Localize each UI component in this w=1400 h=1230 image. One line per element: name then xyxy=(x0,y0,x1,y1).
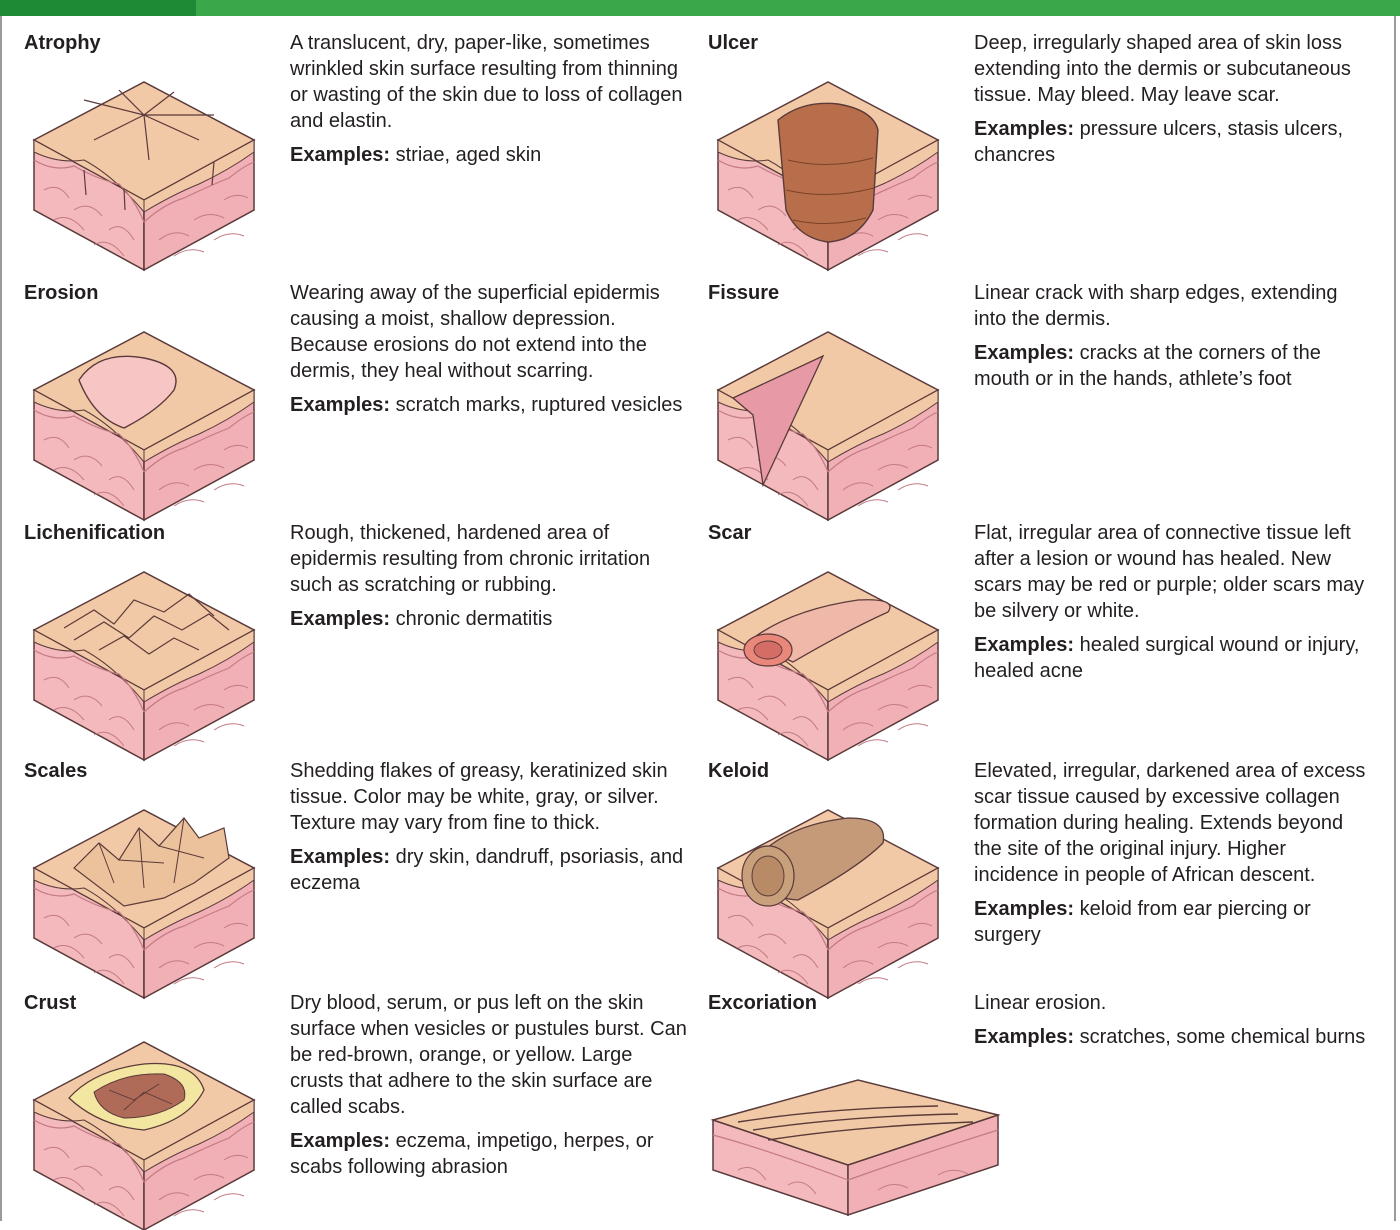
lesion-description-block: Shedding flakes of greasy, keratinized s… xyxy=(290,758,690,904)
lesion-examples: striae, aged skin xyxy=(396,144,542,166)
lesion-description: A translucent, dry, paper-like, sometime… xyxy=(290,30,690,134)
lesion-description: Elevated, irregular, darkened area of ex… xyxy=(974,758,1374,888)
header-bar xyxy=(0,0,1400,16)
lesion-description: Dry blood, serum, or pus left on the ski… xyxy=(290,990,690,1120)
examples-label: Examples: xyxy=(974,118,1074,140)
lesion-term: Erosion xyxy=(24,280,98,306)
skin-fissure-illustration xyxy=(708,310,948,530)
lesion-term: Ulcer xyxy=(708,30,758,56)
lesion-description-block: Elevated, irregular, darkened area of ex… xyxy=(974,758,1374,956)
lesion-term: Crust xyxy=(24,990,76,1016)
lesion-description-block: Wearing away of the superficial epidermi… xyxy=(290,280,690,426)
lesion-description-block: Deep, irregularly shaped area of skin lo… xyxy=(974,30,1374,176)
lesion-term: Lichenification xyxy=(24,520,165,546)
lesion-examples: scratches, some chemical burns xyxy=(1080,1026,1366,1048)
skin-erosion-illustration xyxy=(24,310,264,530)
skin-lichenification-illustration xyxy=(24,550,264,770)
lesion-term: Keloid xyxy=(708,758,769,784)
lesion-description: Deep, irregularly shaped area of skin lo… xyxy=(974,30,1374,108)
examples-label: Examples: xyxy=(974,342,1074,364)
header-tab xyxy=(0,0,196,16)
lesion-description-block: A translucent, dry, paper-like, sometime… xyxy=(290,30,690,176)
examples-label: Examples: xyxy=(290,1130,390,1152)
skin-crust-illustration xyxy=(24,1020,264,1230)
lesion-description-block: Linear crack with sharp edges, extending… xyxy=(974,280,1374,400)
skin-excoriation-illustration xyxy=(708,1070,1008,1220)
lesion-term: Scar xyxy=(708,520,751,546)
lesion-term: Fissure xyxy=(708,280,779,306)
lesion-description: Linear crack with sharp edges, extending… xyxy=(974,280,1374,332)
lesion-term: Scales xyxy=(24,758,87,784)
skin-atrophy-illustration xyxy=(24,60,264,280)
examples-label: Examples: xyxy=(974,634,1074,656)
lesion-description-block: Flat, irregular area of connective tissu… xyxy=(974,520,1374,692)
lesion-term: Excoriation xyxy=(708,990,817,1016)
lesion-description-block: Rough, thickened, hardened area of epide… xyxy=(290,520,690,640)
lesion-description-block: Linear erosion. Examples: scratches, som… xyxy=(974,990,1374,1058)
lesion-description: Wearing away of the superficial epidermi… xyxy=(290,280,690,384)
lesion-description: Rough, thickened, hardened area of epide… xyxy=(290,520,690,598)
examples-label: Examples: xyxy=(290,608,390,630)
examples-label: Examples: xyxy=(290,144,390,166)
examples-label: Examples: xyxy=(974,898,1074,920)
lesion-examples: scratch marks, ruptured vesicles xyxy=(396,394,683,416)
skin-scar-illustration xyxy=(708,550,948,770)
lesion-description: Linear erosion. xyxy=(974,990,1374,1016)
lesion-term: Atrophy xyxy=(24,30,101,56)
skin-scales-illustration xyxy=(24,788,264,1008)
examples-label: Examples: xyxy=(290,394,390,416)
lesion-examples: chronic dermatitis xyxy=(396,608,553,630)
skin-ulcer-illustration xyxy=(708,60,948,280)
skin-keloid-illustration xyxy=(708,788,948,1008)
lesion-description: Shedding flakes of greasy, keratinized s… xyxy=(290,758,690,836)
lesion-description-block: Dry blood, serum, or pus left on the ski… xyxy=(290,990,690,1188)
examples-label: Examples: xyxy=(290,846,390,868)
examples-label: Examples: xyxy=(974,1026,1074,1048)
lesion-description: Flat, irregular area of connective tissu… xyxy=(974,520,1374,624)
